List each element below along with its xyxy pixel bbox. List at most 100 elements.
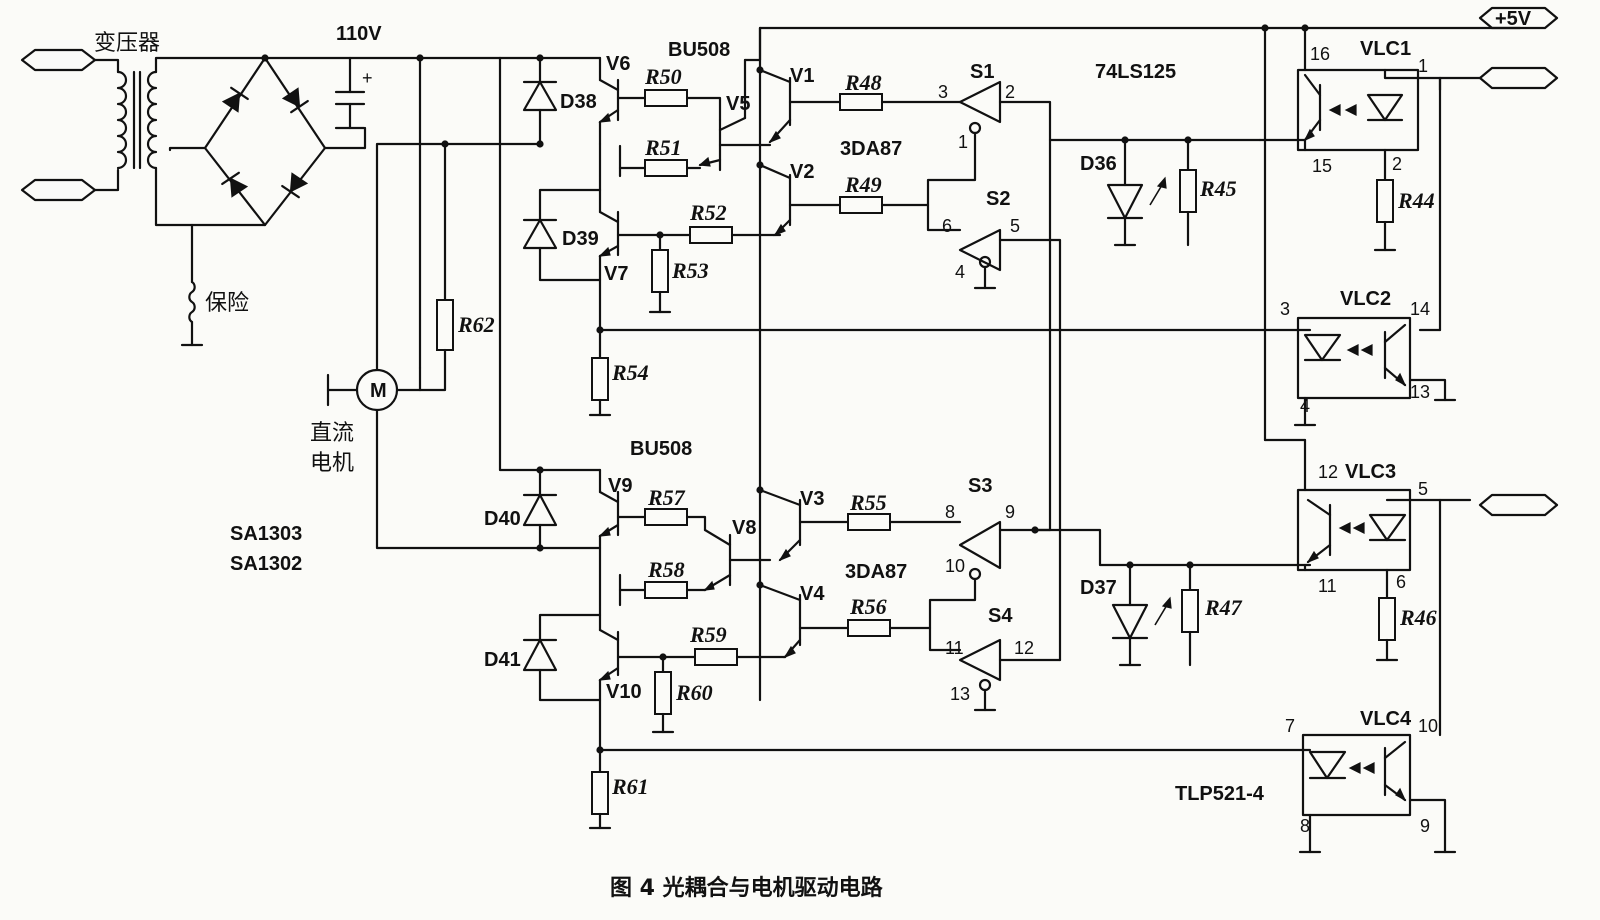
svg-text:R57: R57: [647, 485, 686, 510]
svg-text:5: 5: [1010, 216, 1020, 236]
svg-text:VLC1: VLC1: [1360, 38, 1411, 60]
svg-text:R52: R52: [689, 200, 727, 225]
svg-text:R51: R51: [644, 135, 682, 160]
svg-text:2: 2: [1005, 82, 1015, 102]
svg-text:R53: R53: [671, 258, 709, 283]
svg-text:D36: D36: [1080, 153, 1117, 175]
svg-text:V1: V1: [790, 65, 814, 87]
svg-text:S4: S4: [988, 605, 1013, 627]
d36-led: [1106, 176, 1167, 220]
svg-text:+5V: +5V: [1495, 8, 1532, 30]
svg-text:13: 13: [950, 684, 970, 704]
buffer-s2: [958, 228, 1002, 272]
74ls125-label: 74LS125: [1095, 61, 1176, 83]
svg-text:S1: S1: [970, 61, 994, 83]
svg-text:R61: R61: [611, 774, 649, 799]
r62-label: R62: [457, 312, 495, 337]
svg-text:VLC2: VLC2: [1340, 288, 1391, 310]
buffer-s1: [958, 80, 1002, 135]
svg-text:D40: D40: [484, 508, 521, 530]
dc-motor: M: [355, 368, 399, 412]
d37-led: [1111, 596, 1172, 640]
svg-text:14: 14: [1410, 299, 1430, 319]
fuse-label: 保险: [205, 291, 249, 316]
v6-label: V6: [606, 53, 630, 75]
buffer-s4: [958, 638, 1002, 692]
svg-text:8: 8: [1300, 816, 1310, 836]
terminal-plus5v: +5V: [1478, 6, 1559, 30]
svg-text:16: 16: [1310, 44, 1330, 64]
svg-text:R60: R60: [675, 680, 713, 705]
3da87-top-label: 3DA87: [840, 138, 902, 160]
svg-text:3: 3: [938, 82, 948, 102]
3da87-bottom-label: 3DA87: [845, 561, 907, 583]
svg-text:V10: V10: [606, 681, 642, 703]
svg-text:+: +: [362, 68, 373, 88]
svg-text:6: 6: [942, 216, 952, 236]
fuse: [188, 280, 196, 324]
svg-text:R49: R49: [844, 172, 882, 197]
vlc4: [1301, 733, 1412, 817]
svg-text:11: 11: [945, 638, 964, 658]
bridge-rectifier: [203, 56, 327, 227]
svg-text:R48: R48: [844, 70, 882, 95]
svg-text:VLC4: VLC4: [1360, 708, 1412, 730]
svg-text:R44: R44: [1397, 188, 1435, 213]
buffer-s3: [958, 520, 1002, 581]
motor-label-2: 电机: [310, 451, 354, 476]
d38: [522, 80, 558, 112]
svg-text:6: 6: [1396, 572, 1406, 592]
sa1303-label: SA1303: [230, 523, 302, 545]
vlc3: [1296, 488, 1412, 572]
vlc1: [1296, 68, 1420, 152]
svg-text:M: M: [370, 380, 387, 402]
svg-text:R59: R59: [689, 622, 727, 647]
svg-text:13: 13: [1410, 382, 1430, 402]
svg-text:V7: V7: [604, 263, 628, 285]
svg-text:12: 12: [1318, 462, 1338, 482]
filter-capacitor: +: [334, 68, 373, 106]
d41: [522, 638, 558, 672]
bu508-bottom-label: BU508: [630, 438, 692, 460]
svg-text:V8: V8: [732, 517, 756, 539]
svg-text:R58: R58: [647, 557, 685, 582]
terminal-out-1: [1478, 66, 1559, 90]
svg-text:1: 1: [1418, 56, 1428, 76]
figure-caption: 图 4 光耦合与电机驱动电路: [610, 875, 884, 901]
tlp-label: TLP521-4: [1175, 783, 1265, 805]
svg-text:V3: V3: [800, 488, 824, 510]
svg-text:7: 7: [1285, 716, 1295, 736]
svg-text:9: 9: [1005, 502, 1015, 522]
v110-label: 110V: [336, 23, 382, 45]
d40: [522, 493, 558, 527]
svg-text:11: 11: [1318, 576, 1337, 596]
svg-text:V2: V2: [790, 161, 814, 183]
terminal-ac-top: [20, 48, 97, 72]
svg-text:10: 10: [945, 556, 965, 576]
svg-text:8: 8: [945, 502, 955, 522]
svg-text:V9: V9: [608, 475, 632, 497]
svg-text:2: 2: [1392, 154, 1402, 174]
transformer: [116, 70, 158, 170]
svg-text:4: 4: [955, 262, 965, 282]
svg-text:VLC3: VLC3: [1345, 461, 1396, 483]
svg-text:10: 10: [1418, 716, 1438, 736]
svg-text:D39: D39: [562, 228, 599, 250]
svg-text:D37: D37: [1080, 577, 1117, 599]
svg-text:R55: R55: [849, 490, 887, 515]
vlc2: [1296, 316, 1412, 400]
svg-text:D38: D38: [560, 91, 597, 113]
motor-label-1: 直流: [310, 421, 354, 446]
svg-text:12: 12: [1014, 638, 1034, 658]
sa1302-label: SA1302: [230, 553, 302, 575]
svg-text:1: 1: [958, 132, 968, 152]
svg-text:R45: R45: [1199, 176, 1237, 201]
svg-text:9: 9: [1420, 816, 1430, 836]
svg-text:R56: R56: [849, 594, 887, 619]
svg-text:R46: R46: [1399, 605, 1437, 630]
svg-text:3: 3: [1280, 299, 1290, 319]
svg-text:5: 5: [1418, 479, 1428, 499]
svg-text:R47: R47: [1204, 595, 1243, 620]
svg-text:V4: V4: [800, 583, 825, 605]
